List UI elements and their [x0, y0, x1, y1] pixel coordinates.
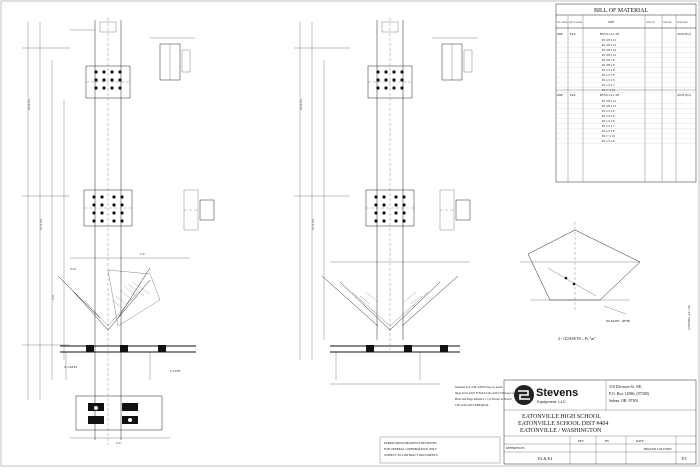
bom-group1-mark: E2A	[570, 32, 576, 36]
note-line-1: Material A.S.T.M. A36 Except as noted	[455, 385, 503, 389]
bom-header-length: LENGTH	[646, 22, 655, 24]
bom-plate-row: PL 1/2 x 8	[602, 139, 615, 143]
bom-plate-row: PL 1/2 x 8	[602, 78, 615, 82]
bom-group2-mark: E4A	[570, 93, 576, 97]
note-line-4: CJP welds AWS PREQUAL	[455, 403, 489, 407]
bom-plate-row: PL 1/2 x 8	[602, 119, 615, 123]
stamp-line-3: SUBJECT TO CONTRACT DOCUMENTS	[384, 453, 438, 457]
bom-group2-remark: ASSY (E4)	[677, 93, 691, 97]
bom-plate-row: PL 1/2 x 7	[602, 83, 615, 87]
project-line-2: EATONVILLE SCHOOL DIST #404	[518, 421, 608, 427]
gusset-detail: NO PAINT - (BTH) 2 - GUSSETS – Pc "m"	[520, 222, 641, 341]
bom-group1-qty: ONE	[557, 32, 563, 36]
rev-label: REV	[578, 439, 585, 443]
bom-plate-row: PL 3/8 x 10	[602, 48, 616, 52]
company-logo	[514, 385, 534, 405]
bom-plate-row: PL 1/2 x 8	[602, 109, 615, 113]
material-notes: Material A.S.T.M. A36 Except as noted Sh…	[455, 385, 522, 407]
no-paint-note: NO PAINT - (BTH)	[606, 319, 630, 323]
references-label: REFERENCES	[506, 446, 525, 450]
address-line-2: P.O. Box 12086, (97309)	[609, 391, 650, 397]
project-line-1: EATONVILLE HIGH SCHOOL	[522, 414, 601, 420]
bom-plate-row: PL 1/2 x 8	[602, 129, 615, 133]
by-label: BY	[605, 439, 610, 443]
bill-of-material: BILL OF MATERIAL NO. REQ'D PIECE MARK SI…	[555, 3, 697, 183]
review-stamp: FABRICATION DRAWINGS REVIEWED FOR GENERA…	[379, 436, 501, 464]
column-elevation-e2: 16'-8 3/4 12'-2 1/4 3'-0	[22, 18, 215, 445]
bom-plate-row: PL 3/8 x 12	[602, 38, 616, 42]
sheet-number: E3	[682, 456, 686, 461]
drawing-title: BRACED COLUMNS	[644, 447, 672, 451]
bom-plate-row: PL 3/8 x 8	[602, 63, 615, 67]
bom-header-remarks: REMARKS	[677, 21, 688, 24]
bom-plate-row: PL 1" x 10	[602, 134, 615, 138]
column-elevation-e4: 16'-8 3/4 12'-2 1/4	[294, 18, 478, 385]
bom-group2-qty: ONE	[557, 93, 563, 97]
stamp-line-2: FOR GENERAL CONFORMANCE ONLY	[384, 447, 438, 451]
bom-plate-row: PL 1/2 x 8	[602, 68, 615, 72]
column-marks: E2 & E4	[538, 456, 552, 461]
title-block: Stevens Equipment, LLC 118 Division St. …	[503, 379, 697, 465]
bom-header-mark: PIECE MARK	[569, 21, 583, 24]
bom-plate-row: PL 3/8 x 12	[602, 43, 616, 47]
svg-text:3'-0: 3'-0	[51, 295, 55, 300]
bom-group1-size: HSS 6 x 6 x 3/8	[600, 32, 620, 36]
svg-text:16'-8 3/4: 16'-8 3/4	[27, 99, 31, 110]
svg-text:2'-0: 2'-0	[116, 441, 121, 445]
address-line-1: 118 Division St. NE,	[609, 384, 642, 390]
margin-text: 2-DETAIL: 4 4-7/16	[687, 305, 691, 330]
date-label: DATE	[636, 439, 644, 443]
bom-plate-row: PL 3/8 x 12	[602, 104, 616, 108]
bom-plate-row: PL 1/2 x 7	[602, 124, 615, 128]
bom-header-weight: WEIGHT	[663, 22, 672, 24]
bom-plate-row: PL 1/2 x 8	[602, 73, 615, 77]
svg-text:12'-2 1/4: 12'-2 1/4	[311, 219, 315, 230]
svg-text:4" CAP PL: 4" CAP PL	[64, 365, 78, 369]
bom-header-qty: NO. REQ'D	[557, 22, 568, 24]
bom-title: BILL OF MATERIAL	[594, 8, 648, 14]
bom-plate-row: PL 3/8 x 12	[602, 53, 616, 57]
svg-text:16'-8 3/4: 16'-8 3/4	[299, 99, 303, 110]
company-name: Stevens	[536, 387, 578, 399]
note-line-3: Hole and Edge Distance 1 1/2 Except as N…	[455, 397, 512, 401]
gusset-label: 2 - GUSSETS – Pc "m"	[558, 336, 596, 341]
svg-text:1'-6: 1'-6	[140, 252, 145, 256]
bom-header-size: SIZE	[608, 20, 615, 24]
company-sub: Equipment, LLC	[537, 399, 566, 404]
svg-text:1/4 TYP: 1/4 TYP	[170, 369, 181, 373]
project-line-3: EATONVILLE / WASHINGTON	[520, 428, 602, 434]
svg-text:12'-2 1/4: 12'-2 1/4	[39, 219, 43, 230]
bom-group2-size: HSS 6 x 6 x 3/8	[600, 93, 620, 97]
bom-group1-remark: ASSY (E2)	[677, 32, 691, 36]
bom-plate-row: PL 1/2 x 8	[602, 114, 615, 118]
stamp-line-1: FABRICATION DRAWINGS REVIEWED	[384, 441, 438, 445]
svg-text:3'-10: 3'-10	[70, 267, 77, 271]
address-line-3: Salem, OR. 97301	[609, 398, 639, 404]
bom-plate-row: PL 3/8 x 12	[602, 99, 616, 103]
note-line-2: Shop bolts A325 N Field bolts A325 N Exc…	[455, 391, 522, 395]
bom-plate-row: PL 3/8 x 8	[602, 58, 615, 62]
